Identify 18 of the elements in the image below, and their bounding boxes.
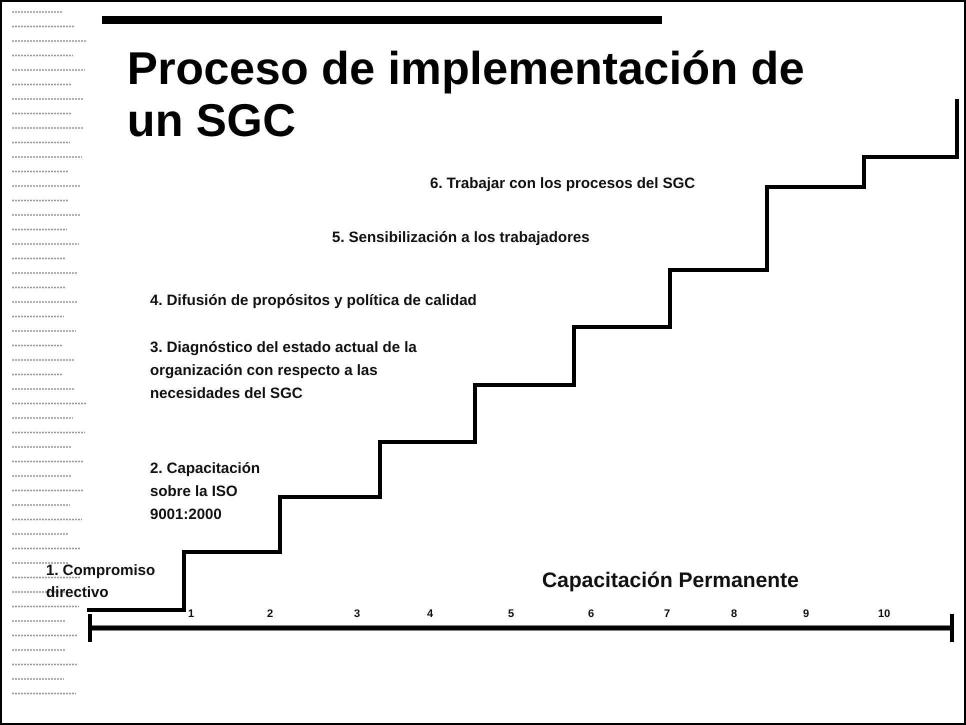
step-label: 4. Difusión de propósitos y política de calidad xyxy=(150,291,477,311)
axis-tick-label: 3 xyxy=(354,608,360,621)
step-label: 2. Capacitación sobre la ISO 9001:2000 xyxy=(150,459,262,525)
title: Proceso de implementación de un SGC xyxy=(127,42,806,146)
axis-tick-label: 5 xyxy=(508,608,514,621)
axis-tick-label: 6 xyxy=(588,608,594,621)
step-label: Capacitación Permanente xyxy=(542,568,799,594)
axis-tick-label: 8 xyxy=(731,608,738,621)
axis-tick-label: 9 xyxy=(803,608,810,621)
step-label: 6. Trabajar con los procesos del SGC xyxy=(430,174,696,194)
axis-tick-label: 7 xyxy=(664,608,670,621)
axis-tick-label: 4 xyxy=(427,608,434,621)
axis-tick-label: 1 xyxy=(188,608,194,621)
step-label: 1. Compromiso directivo xyxy=(46,561,156,603)
axis-tick-label: 2 xyxy=(267,608,274,621)
step-label: 3. Diagnóstico del estado actual de la organización con respecto a las necesidades del SGC xyxy=(150,338,418,404)
axis-tick-label: 10 xyxy=(878,608,890,621)
step-label: 5. Sensibilización a los trabajadores xyxy=(332,228,590,248)
